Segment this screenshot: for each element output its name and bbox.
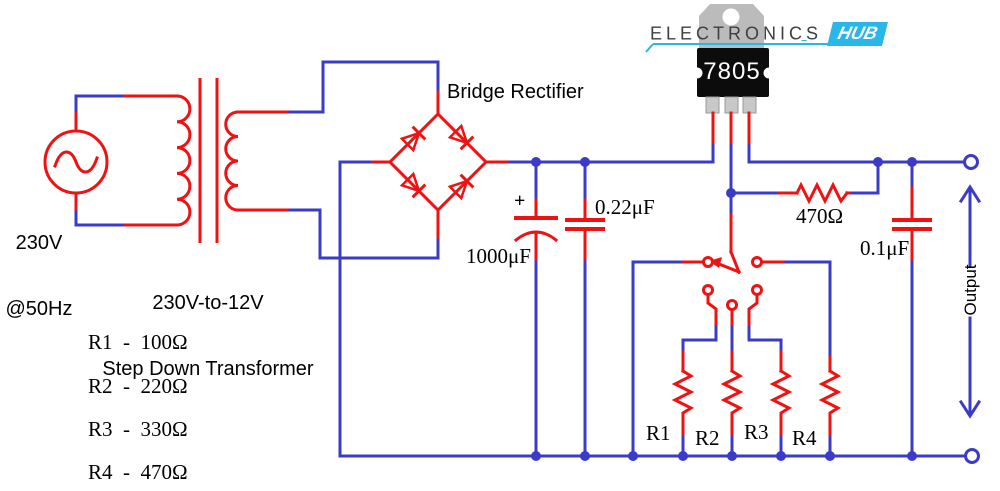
resistor-470 — [729, 160, 880, 205]
source-label: 230V @50Hz — [0, 188, 78, 364]
switch-contact-1 — [702, 256, 714, 268]
cap-0.1uF-label: 0.1μF — [860, 236, 910, 260]
bridge-rectifier-label: Bridge Rectifier — [447, 81, 584, 103]
resistor-R1 — [671, 350, 695, 458]
regulator-pin-input — [705, 96, 720, 114]
bridge-rectifier — [338, 111, 510, 456]
selector-switch — [631, 250, 832, 458]
arrow-up-icon — [958, 184, 982, 204]
transformer-label-line2: Step Down Transformer — [102, 358, 314, 380]
cap-1000uF-label: 1000μF — [466, 244, 531, 268]
secondary-wiring — [236, 60, 440, 260]
legend-row-r3: R3 - 330Ω — [88, 417, 188, 441]
sine-icon — [53, 150, 99, 174]
diode-bottom-right — [447, 173, 475, 201]
regulator-tab — [699, 4, 764, 50]
regulator-tab-hole — [722, 8, 740, 26]
resistor-R2-label: R2 — [695, 426, 720, 450]
legend-row-r1: R1 - 100Ω — [88, 330, 188, 354]
switch-contact-3 — [726, 299, 738, 311]
logo-bolt-icon — [801, 40, 808, 41]
junction-dots — [531, 157, 917, 461]
resistor-zigzag — [794, 181, 850, 205]
regulator-pin-ground — [724, 96, 739, 114]
arrow-down-icon — [958, 399, 982, 419]
source-label-line1: 230V — [15, 232, 63, 254]
legend-row-r4: R4 - 470Ω — [88, 460, 188, 484]
source-label-line2: @50Hz — [5, 298, 73, 320]
diode-top-right — [447, 123, 475, 151]
capacitor-0.22uF — [565, 160, 605, 458]
logo-underline-tail — [645, 43, 654, 53]
secondary-coil — [224, 110, 239, 212]
output-terminal-negative — [964, 448, 980, 464]
resistor-R1-label: R1 — [646, 421, 671, 445]
regulator-wiring — [711, 111, 751, 254]
regulator-pin-output — [742, 96, 757, 114]
output-section — [958, 154, 982, 464]
capacitor-0.1uF — [892, 160, 932, 458]
output-terminal-positive — [963, 154, 979, 170]
diode-top-left — [399, 125, 427, 153]
regulator-7805-package — [691, 4, 775, 114]
transformer-label-line1: 230V-to-12V — [152, 292, 264, 314]
resistor-R3 — [769, 350, 793, 458]
output-label: Output — [961, 264, 980, 316]
switch-contact-2 — [702, 284, 714, 296]
resistor-R2 — [720, 350, 744, 458]
switch-contact-5 — [751, 256, 763, 268]
transformer-label: 230V-to-12V Step Down Transformer — [98, 248, 318, 424]
diode-bottom-left — [399, 171, 427, 199]
resistor-R4 — [818, 355, 842, 458]
primary-coil — [176, 94, 192, 227]
legend-row-r2: R2 - 220Ω — [88, 374, 188, 398]
body-notch-right — [763, 67, 775, 79]
transformer — [176, 78, 239, 243]
resistor-R4-label: R4 — [792, 426, 817, 450]
cap-0.22uF-label: 0.22μF — [595, 195, 655, 219]
resistor-R3-label: R3 — [744, 420, 769, 444]
logo-underline — [645, 40, 858, 53]
logo-brand-text: ELECTRONICS — [650, 23, 823, 44]
switch-contact-4 — [751, 284, 763, 296]
body-notch-left — [691, 67, 703, 79]
resistor-bank — [671, 350, 842, 458]
cap-1000uF-polarity: + — [514, 190, 526, 212]
capacitor-1000uF — [513, 160, 559, 458]
rails — [338, 160, 968, 458]
regulator-part-number: 7805 — [703, 58, 761, 85]
resistor-470-label: 470Ω — [796, 204, 844, 228]
electronics-hub-logo: ELECTRONICS HUB — [650, 22, 889, 46]
switch-arrowhead — [709, 257, 722, 268]
regulator-body — [697, 48, 769, 97]
ac-source — [43, 94, 179, 227]
